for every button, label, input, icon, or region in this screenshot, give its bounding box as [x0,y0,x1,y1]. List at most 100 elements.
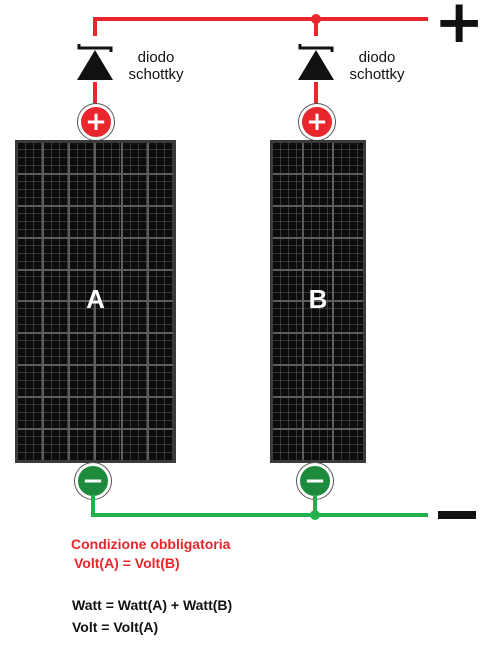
formula-volt: Volt = Volt(A) [72,619,159,635]
panel-a-solar-cell [44,270,69,301]
panel-b-solar-cell [334,430,363,460]
panel-a-solar-cell [18,334,43,365]
panel-b-solar-cell [303,430,333,460]
panel-b-solar-cell [334,334,363,365]
panel-a-solar-cell [96,143,121,173]
panel-b-solar-cell [273,206,302,237]
panel-b-solar-cell [303,334,333,365]
schottky-diode-a-icon [75,36,115,82]
panel-a-solar-cell [96,302,121,333]
panel-b-solar-cell [334,174,363,205]
panel-b-solar-cell [334,206,363,237]
panel-a-solar-cell [18,398,43,429]
panel-b-solar-cell [273,174,302,205]
solar-panel-a: A [15,140,176,463]
panel-a-solar-cell [44,143,69,173]
panel-a-solar-cell [122,143,147,173]
panel-a-solar-cell [122,430,147,460]
positive-sign: + [434,0,485,57]
diode-a-label: diodo schottky [121,49,191,83]
panel-a-solar-cell [44,238,69,269]
negative-drop-a [91,495,95,516]
panel-a-solar-cell [122,238,147,269]
panel-b-cell-grid [273,143,363,460]
panel-a-solar-cell [122,398,147,429]
panel-a-solar-cell [44,366,69,397]
panel-b-solar-cell [303,302,333,333]
formula-watt: Watt = Watt(A) + Watt(B) [72,597,233,613]
panel-a-solar-cell [96,366,121,397]
panel-b-positive-terminal: + [299,104,335,140]
panel-a-solar-cell [96,206,121,237]
negative-sign [438,511,476,519]
panel-a-solar-cell [70,206,95,237]
panel-a-solar-cell [70,302,95,333]
panel-a-solar-cell [148,206,173,237]
panel-b-solar-cell [273,143,302,173]
panel-b-solar-cell [303,366,333,397]
panel-b-solar-cell [273,238,302,269]
panel-a-solar-cell [122,206,147,237]
panel-a-solar-cell [44,206,69,237]
panel-a-solar-cell [148,238,173,269]
panel-a-solar-cell [70,430,95,460]
panel-a-label: A [86,284,105,314]
schottky-diode-b-icon [296,36,336,82]
panel-a-solar-cell [70,174,95,205]
panel-a-solar-cell [44,334,69,365]
panel-a-solar-cell [18,366,43,397]
positive-junction [311,14,321,24]
diode-a-label-line1: diodo [137,49,175,66]
panel-b-solar-cell [303,398,333,429]
panel-a-solar-cell [148,398,173,429]
panel-a-solar-cell [18,174,43,205]
panel-a-solar-cell [122,270,147,301]
diode-a-label-line2: schottky [128,66,184,83]
panel-b-solar-cell [273,334,302,365]
panel-b-solar-cell [303,143,333,173]
negative-drop-b [313,495,317,516]
panel-b-solar-cell [334,366,363,397]
diode-b-label-line1: diodo [358,49,396,66]
panel-a-solar-cell [70,334,95,365]
panel-a-solar-cell [70,238,95,269]
panel-a-solar-cell [18,270,43,301]
panel-a-solar-cell [148,334,173,365]
panel-a-solar-cell [18,430,43,460]
negative-junction [310,510,320,520]
panel-b-solar-cell [334,270,363,301]
panel-a-solar-cell [70,270,95,301]
panel-b-negative-terminal: − [297,463,333,499]
panel-a-solar-cell [18,143,43,173]
panel-b-label: B [308,284,328,314]
panel-b-solar-cell [273,366,302,397]
panel-a-solar-cell [44,302,69,333]
panel-a-cell-grid [18,143,173,460]
panel-a-solar-cell [96,430,121,460]
panel-a-solar-cell [18,302,43,333]
diode-b-label-line2: schottky [349,66,405,83]
positive-bus-wire [93,17,428,21]
panel-b-solar-cell [273,270,302,301]
panel-a-solar-cell [122,366,147,397]
panel-a-solar-cell [70,398,95,429]
panel-a-solar-cell [70,366,95,397]
panel-a-solar-cell [18,238,43,269]
condition-rule: Volt(A) = Volt(B) [74,555,180,571]
panel-b-solar-cell [303,270,333,301]
panel-b-solar-cell [303,206,333,237]
panel-b-solar-cell [273,398,302,429]
panel-a-solar-cell [148,366,173,397]
panel-a-solar-cell [96,174,121,205]
panel-a-solar-cell [96,398,121,429]
panel-a-solar-cell [122,302,147,333]
panel-b-solar-cell [334,398,363,429]
panel-a-solar-cell [148,430,173,460]
panel-b-solar-cell [273,302,302,333]
panel-a-solar-cell [148,174,173,205]
panel-a-positive-terminal: + [78,104,114,140]
panel-a-solar-cell [148,302,173,333]
panel-b-solar-cell [334,143,363,173]
panel-a-solar-cell [148,270,173,301]
panel-a-solar-cell [96,270,121,301]
